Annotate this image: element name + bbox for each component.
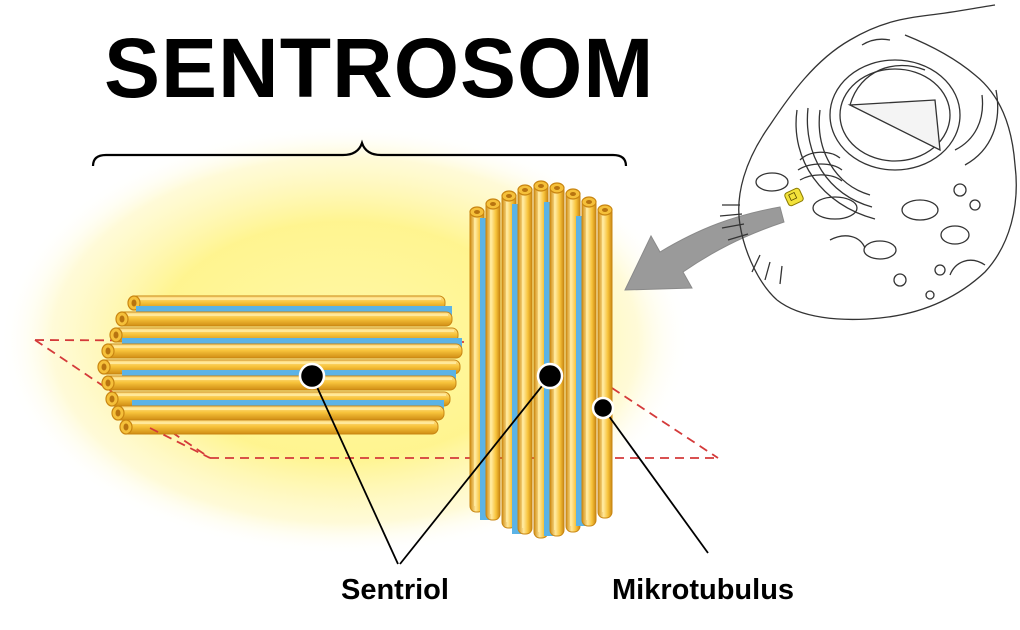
microtubule — [597, 205, 613, 519]
microtubule-lumen — [538, 184, 544, 188]
microtubule-lumen — [123, 423, 129, 431]
label-mikrotubulus: Mikrotubulus — [612, 574, 795, 606]
microtubule-lumen — [554, 186, 560, 190]
microtubule-lumen — [506, 194, 512, 198]
microtubule-lumen — [119, 315, 125, 323]
centriole-inner-band — [122, 370, 456, 379]
microtubule-lumen — [105, 347, 111, 355]
centriole-inner-band — [576, 216, 585, 526]
microtubule — [549, 183, 565, 537]
centriole-horizontal — [97, 295, 463, 435]
microtubule-lumen — [115, 409, 121, 417]
microtubule — [517, 185, 533, 535]
centriole-vertical — [469, 180, 613, 539]
cutting-plane-front — [149, 427, 211, 459]
microtubule-lumen — [570, 192, 576, 196]
microtubule-lumen — [101, 363, 107, 371]
centriole-inner-band — [122, 338, 462, 347]
microtubule-lumen — [474, 210, 480, 214]
microtubule — [581, 197, 597, 527]
pointer-dot-mikrotubulus — [591, 396, 615, 420]
centriole-inner-band — [132, 400, 444, 409]
centriole-inner-band — [480, 218, 489, 520]
microtubule-lumen — [586, 200, 592, 204]
microtubule-lumen — [105, 379, 111, 387]
microtubule-lumen — [522, 188, 528, 192]
leader-lines — [311, 375, 709, 565]
centriole-inner-band — [512, 204, 521, 534]
diagram-title: SENTROSOM — [104, 21, 655, 115]
arrow-icon — [624, 206, 785, 291]
microtubule — [485, 199, 501, 521]
centriole-inner-band — [136, 306, 452, 315]
pointer-dot-sentriol-2 — [536, 362, 564, 390]
pointer-dots — [298, 362, 615, 420]
pointer-dot-sentriol-1 — [298, 362, 326, 390]
bracket — [91, 139, 628, 167]
microtubule-lumen — [131, 299, 137, 307]
microtubule-lumen — [109, 395, 115, 403]
microtubule-lumen — [113, 331, 119, 339]
animal-cell-icon — [719, 4, 1017, 321]
label-sentriol: Sentriol — [341, 574, 449, 606]
microtubule-lumen — [490, 202, 496, 206]
microtubule-lumen — [602, 208, 608, 212]
